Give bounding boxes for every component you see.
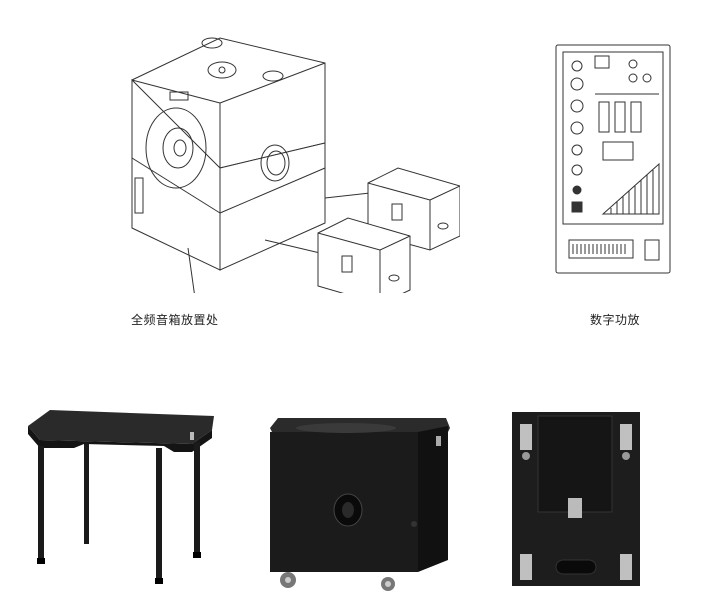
subwoofer-storage-caption: 全频音箱放置处 <box>131 313 219 327</box>
subwoofer-back-photo <box>510 410 642 590</box>
speaker-stand-table-photo <box>24 408 220 588</box>
digital-amp-caption: 数字功放 <box>590 313 641 327</box>
subwoofer-line-drawing <box>120 8 460 293</box>
subwoofer-front-photo <box>266 414 452 592</box>
amplifier-panel-drawing <box>555 44 671 274</box>
